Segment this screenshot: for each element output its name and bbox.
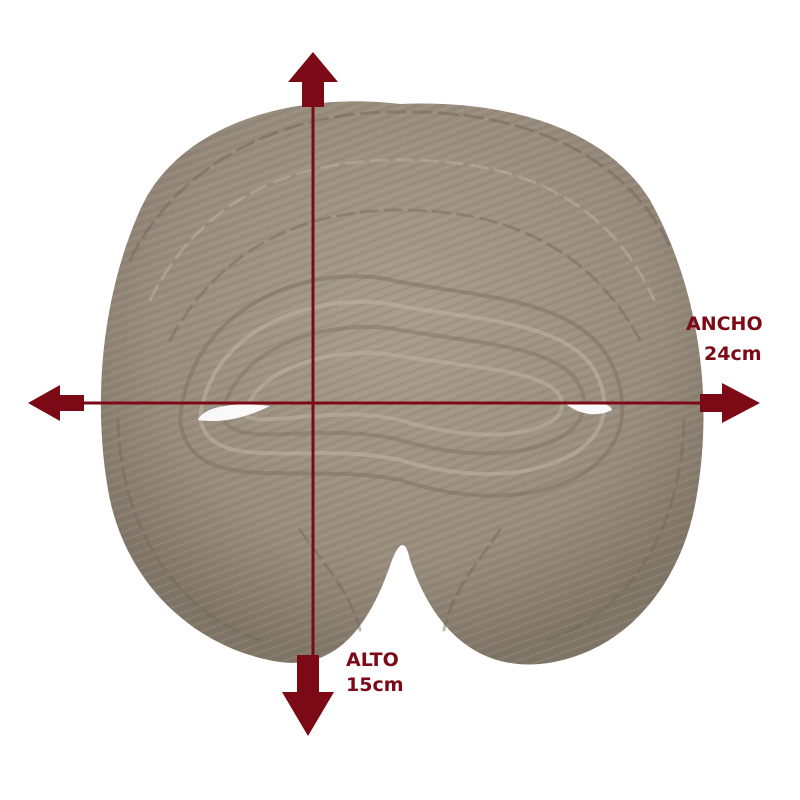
- arrow-down-icon: [282, 655, 334, 736]
- arrow-left-icon: [28, 385, 84, 421]
- width-value: 24cm: [704, 343, 762, 365]
- arrow-up-icon: [288, 52, 338, 107]
- height-label: ALTO: [346, 649, 399, 671]
- arrow-right-icon: [700, 383, 760, 423]
- dimension-arrows: [28, 52, 760, 736]
- width-label: ANCHO: [686, 313, 763, 335]
- height-value: 15cm: [346, 674, 404, 696]
